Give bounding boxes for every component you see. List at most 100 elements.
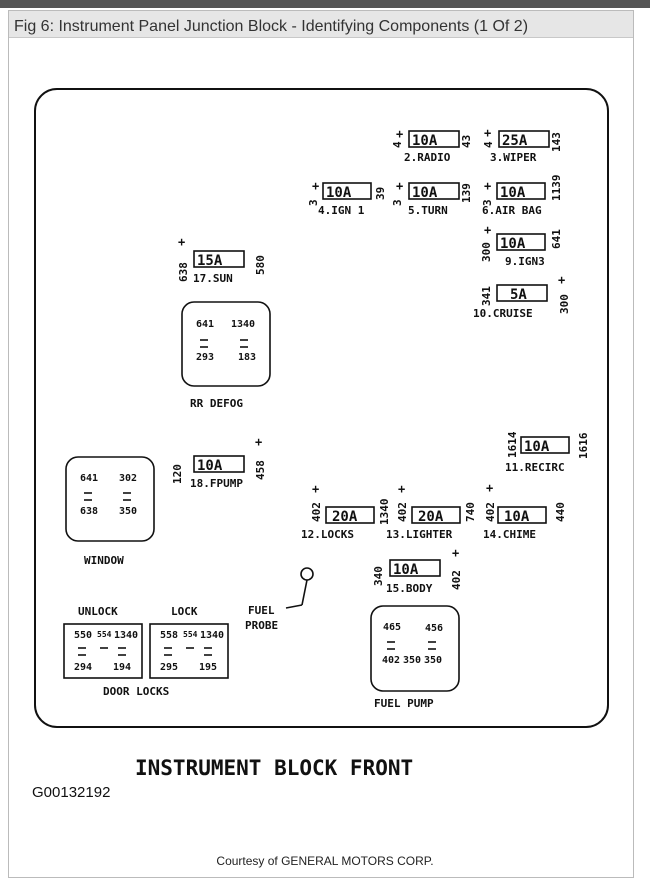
fuse-3-plus-a: + xyxy=(484,126,491,140)
figure-title: Fig 6: Instrument Panel Junction Block -… xyxy=(14,18,529,35)
fuse-6-label: 6.AIR BAG xyxy=(482,204,542,217)
fuse-2-plus-a: + xyxy=(396,127,403,141)
relay-fuel-pump-terminal: 402 xyxy=(382,655,400,666)
fuse-11: 10A 11.RECIRC 1614 1616 xyxy=(505,431,590,474)
fuse-3-rating: 25A xyxy=(502,133,528,149)
fuel-probe-connector xyxy=(300,567,314,581)
relay-rr-defog-terminal: 641 xyxy=(196,319,214,330)
fuse-15-label: 15.BODY xyxy=(386,582,433,595)
fuse-4-plus-a: + xyxy=(312,179,319,193)
unlock-terminal: 1340 xyxy=(114,630,138,641)
fuse-12-plus-a: + xyxy=(312,482,319,496)
fuse-12-rating: 20A xyxy=(332,509,358,525)
fuse-18-plus-b: + xyxy=(255,435,262,449)
fuse-3: 25A 3.WIPER 4 + 143 xyxy=(482,126,563,164)
fuse-6-terminal-a: 3 xyxy=(481,199,494,206)
fuse-14-label: 14.CHIME xyxy=(483,528,536,541)
fuse-15-plus-b: + xyxy=(452,546,459,560)
block-caption: INSTRUMENT BLOCK FRONT xyxy=(135,756,413,780)
fuse-6-plus-a: + xyxy=(484,179,491,193)
relay-window: 641 302 638 350 WINDOW xyxy=(65,456,155,567)
fuse-9-body xyxy=(496,233,546,251)
fuse-5-terminal-b: 139 xyxy=(460,183,473,203)
figure-frame xyxy=(8,10,634,878)
fuse-2-terminal-b: 43 xyxy=(460,135,473,148)
relay-fuel-pump-terminal: 350 xyxy=(403,655,421,666)
fuse-17-label: 17.SUN xyxy=(193,272,233,285)
fuse-15-terminal-b: 402 xyxy=(450,570,463,590)
lock-terminal: 558 xyxy=(160,630,178,641)
fuse-10-label: 10.CRUISE xyxy=(473,307,533,320)
relay-fuel-pump: 465 456 402 350 350 FUEL PUMP xyxy=(370,605,460,710)
fuel-probe-label-line1: FUEL xyxy=(248,604,275,617)
fuse-13: 20A 13.LIGHTER 402 + 740 xyxy=(386,482,477,541)
relay-fuel-pump-body xyxy=(370,605,460,692)
lock-terminal: 1340 xyxy=(200,630,224,641)
fuse-12-terminal-a: 402 xyxy=(310,502,323,522)
relay-rr-defog-terminal: 293 xyxy=(196,352,214,363)
unlock-relay-body xyxy=(63,623,143,679)
fuse-15-terminal-a: 340 xyxy=(372,566,385,586)
fuse-10-plus-b: + xyxy=(558,273,565,287)
fuse-9-label: 9.IGN3 xyxy=(505,255,545,268)
junction-block-outline xyxy=(34,88,609,728)
fuse-18-body xyxy=(193,455,245,473)
fuse-4: 10A 4.IGN 1 3 + 39 xyxy=(307,179,387,217)
fuse-5: 10A 5.TURN 3 + 139 xyxy=(391,179,473,217)
fuse-14-rating: 10A xyxy=(504,509,530,525)
fuse-9-plus-a: + xyxy=(484,223,491,237)
fuse-4-body xyxy=(322,182,372,200)
relay-fuel-pump-terminal: 456 xyxy=(425,623,443,634)
fuse-15-body xyxy=(389,559,441,577)
fuse-11-rating: 10A xyxy=(524,439,550,455)
fuse-17-body xyxy=(193,250,245,268)
fuse-18-rating: 10A xyxy=(197,458,223,474)
image-code: G00132192 xyxy=(32,784,111,801)
lock-relay-body xyxy=(149,623,229,679)
fuse-13-terminal-a: 402 xyxy=(396,502,409,522)
fuse-14-terminal-a: 402 xyxy=(484,502,497,522)
fuse-9-rating: 10A xyxy=(500,236,526,252)
fuse-5-rating: 10A xyxy=(412,185,438,201)
fuse-17-rating: 15A xyxy=(197,253,223,269)
fuel-probe-lead xyxy=(301,579,308,606)
fuse-17-plus-a: + xyxy=(178,235,185,249)
fuel-probe-lead xyxy=(285,604,303,609)
fuel-probe: FUEL PROBE xyxy=(245,567,314,632)
lock-terminal: 295 xyxy=(160,662,178,673)
unlock-terminal: 194 xyxy=(113,662,131,673)
relay-window-terminal: 350 xyxy=(119,506,137,517)
relay-window-terminal: 641 xyxy=(80,473,98,484)
fuse-11-label: 11.RECIRC xyxy=(505,461,565,474)
fuse-3-terminal-b: 143 xyxy=(550,132,563,152)
fuse-13-label: 13.LIGHTER xyxy=(386,528,453,541)
relay-rr-defog-terminal: 1340 xyxy=(231,319,255,330)
relay-rr-defog: 641 1340 293 183 RR DEFOG xyxy=(181,301,271,410)
fuse-10-terminal-b: 300 xyxy=(558,294,571,314)
fuse-2-label: 2.RADIO xyxy=(404,151,451,164)
door-locks-label: DOOR LOCKS xyxy=(103,685,169,698)
fuse-18-label: 18.FPUMP xyxy=(190,477,243,490)
fuse-12-label: 12.LOCKS xyxy=(301,528,354,541)
fuse-14: 10A 14.CHIME 402 + 440 xyxy=(483,481,567,541)
relay-rr-defog-label: RR DEFOG xyxy=(190,397,243,410)
fuse-10: 5A 10.CRUISE 341 300 + xyxy=(473,273,571,320)
fuse-10-terminal-a: 341 xyxy=(480,286,493,306)
fuse-6-terminal-b: 1139 xyxy=(550,175,563,202)
relay-window-terminal: 302 xyxy=(119,473,137,484)
fuse-17-terminal-a: 638 xyxy=(177,262,190,282)
fuse-9-terminal-a: 300 xyxy=(480,242,493,262)
fuse-9: 10A 9.IGN3 300 + 641 xyxy=(480,223,563,268)
fuse-4-rating: 10A xyxy=(326,185,352,201)
unlock-label: UNLOCK xyxy=(78,605,118,618)
fuse-3-label: 3.WIPER xyxy=(490,151,537,164)
fuse-12-body xyxy=(325,506,375,524)
unlock-terminal: 550 xyxy=(74,630,92,641)
fuse-6-rating: 10A xyxy=(500,185,526,201)
fuse-14-terminal-b: 440 xyxy=(554,502,567,522)
fuse-13-body xyxy=(411,506,461,524)
fuel-probe-label-line2: PROBE xyxy=(245,619,278,632)
fuse-10-body xyxy=(496,284,548,302)
relay-window-label: WINDOW xyxy=(84,554,124,567)
